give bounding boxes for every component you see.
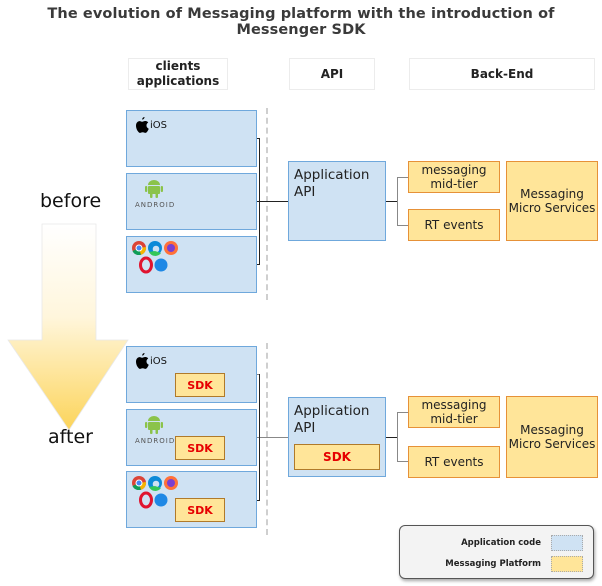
connector-api-backend-after	[386, 437, 397, 438]
micro-services-line1-after: Messaging	[520, 423, 584, 437]
mid-tier-line2: mid-tier	[430, 177, 478, 191]
api-label-after: Application API	[294, 403, 369, 437]
legend-label-application-code: Application code	[461, 538, 541, 548]
android-wordmark-after: ANDROID	[135, 437, 176, 445]
header-clients-line2: applications	[136, 74, 220, 88]
mid-tier-line1-after: messaging	[421, 398, 487, 412]
api-label-before: Application API	[294, 167, 369, 201]
before-after-arrow	[7, 223, 129, 431]
legend-swatch-messaging-platform	[551, 556, 583, 572]
client-ios-box: iOS	[126, 110, 257, 167]
separator-after	[266, 343, 268, 535]
connector-web	[257, 264, 260, 265]
connector-web-after	[257, 500, 260, 501]
connector-api-backend-before	[386, 201, 397, 202]
android-icon	[145, 416, 163, 434]
messaging-mid-tier-box-after: messaging mid-tier	[408, 396, 500, 428]
api-line1-after: Application	[294, 403, 370, 419]
edge-icon	[148, 476, 162, 491]
phase-label-before: before	[40, 190, 102, 212]
legend-label-messaging-platform: Messaging Platform	[445, 559, 541, 569]
safari-icon	[154, 258, 168, 272]
ios-label-after: iOS	[150, 355, 167, 367]
opera-icon	[139, 491, 153, 509]
messaging-mid-tier-box-before: messaging mid-tier	[408, 161, 500, 193]
mid-tier-line2-after: mid-tier	[430, 412, 478, 426]
rt-events-box-before: RT events	[408, 209, 500, 241]
mid-tier-line1: messaging	[421, 163, 487, 177]
chrome-icon	[132, 241, 147, 256]
client-web-box-after: SDK	[126, 471, 257, 528]
diagram-title: The evolution of Messaging platform with…	[47, 6, 555, 38]
connector-bus-after	[259, 374, 260, 501]
client-ios-box-after: iOS SDK	[126, 346, 257, 403]
connector-android-api	[257, 201, 288, 202]
opera-icon	[139, 256, 153, 274]
api-line2: API	[294, 184, 316, 200]
micro-services-box-before: Messaging Micro Services	[506, 161, 598, 241]
api-line1: Application	[294, 167, 370, 183]
header-api: API	[289, 58, 375, 90]
ios-logo-after: iOS	[135, 353, 167, 369]
legend-item-messaging-platform: Messaging Platform	[445, 556, 583, 572]
header-clients-line1: clients	[155, 59, 201, 73]
edge-icon	[148, 241, 162, 256]
firefox-icon	[164, 476, 178, 490]
sdk-box-api: SDK	[294, 444, 380, 470]
connector-ios	[257, 138, 260, 139]
legend: Application code Messaging Platform	[399, 525, 594, 579]
application-api-box-after: Application API SDK	[288, 397, 386, 477]
connector-android-api-after	[257, 437, 288, 438]
browsers-icon	[132, 476, 178, 509]
browsers-icon	[132, 241, 178, 274]
phase-label-after: after	[48, 426, 93, 448]
client-android-box-after: ANDROID SDK	[126, 409, 257, 466]
connector-ios-after	[257, 374, 260, 375]
firefox-icon	[164, 241, 178, 255]
micro-services-box-after: Messaging Micro Services	[506, 396, 598, 478]
client-android-box: ANDROID	[126, 173, 257, 230]
sdk-box-ios: SDK	[175, 373, 225, 397]
micro-services-line2: Micro Services	[508, 201, 596, 215]
connector-bus-before	[259, 138, 260, 265]
micro-services-line1: Messaging	[520, 187, 584, 201]
apple-icon	[136, 117, 149, 133]
android-wordmark: ANDROID	[135, 201, 176, 209]
chrome-icon	[132, 476, 147, 491]
ios-logo: iOS	[135, 117, 167, 133]
separator-before	[266, 108, 268, 300]
sdk-box-android: SDK	[175, 436, 225, 460]
sdk-box-web: SDK	[175, 498, 225, 522]
legend-swatch-application-code	[551, 535, 583, 551]
android-icon	[145, 180, 163, 198]
micro-services-line2-after: Micro Services	[508, 437, 596, 451]
application-api-box-before: Application API	[288, 161, 386, 241]
header-clients-applications: clients applications	[128, 58, 228, 90]
client-web-box	[126, 236, 257, 293]
ios-label: iOS	[150, 119, 167, 131]
legend-item-application-code: Application code	[461, 535, 583, 551]
apple-icon	[136, 353, 149, 369]
api-line2-after: API	[294, 420, 316, 436]
header-back-end: Back-End	[409, 58, 595, 90]
rt-events-box-after: RT events	[408, 446, 500, 478]
safari-icon	[154, 493, 168, 507]
